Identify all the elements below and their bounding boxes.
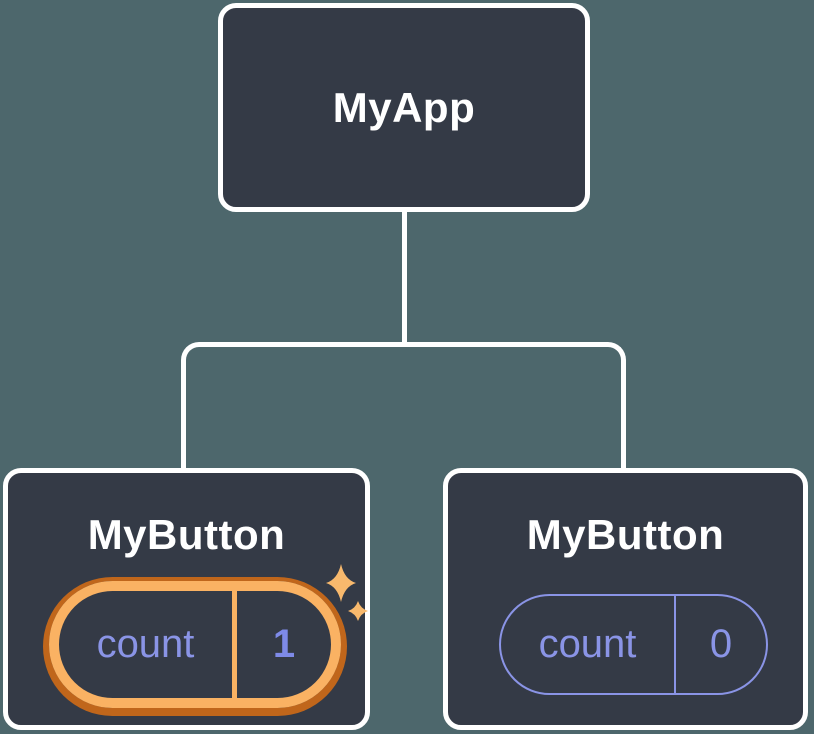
state-value-label: 1: [272, 622, 296, 666]
state-pill-highlighted: count 1: [49, 581, 341, 708]
state-key-cell: count: [59, 591, 232, 698]
node-label-myapp: MyApp: [332, 83, 476, 131]
state-value-cell: 1: [237, 591, 331, 698]
state-key-label: count: [96, 622, 195, 666]
sparkles-icon: [326, 564, 368, 621]
tree-node-mybutton-1: MyButton count 1: [3, 468, 370, 730]
node-label-mybutton-2: MyButton: [526, 511, 725, 558]
state-key-label: count: [538, 622, 637, 666]
state-pill-divider: [232, 591, 237, 698]
state-pill-divider: [674, 596, 676, 693]
state-value-cell: 0: [676, 596, 766, 693]
tree-node-mybutton-2: MyButton count 0: [443, 468, 808, 730]
node-label-mybutton-1: MyButton: [87, 511, 286, 558]
state-value-label: 0: [709, 622, 733, 666]
tree-node-myapp: MyApp: [218, 3, 590, 212]
state-pill-plain: count 0: [499, 594, 768, 695]
connector-branch: [181, 342, 626, 468]
state-key-cell: count: [501, 596, 674, 693]
connector-stem: [402, 210, 407, 344]
